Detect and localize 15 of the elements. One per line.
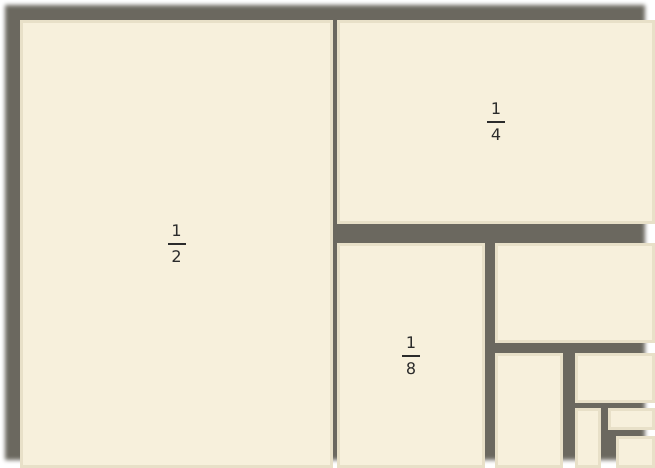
rectangle-panel	[575, 408, 601, 468]
numerator: 1	[490, 99, 502, 119]
numerator: 1	[406, 332, 416, 352]
rectangle-panel	[616, 436, 655, 468]
denominator: 8	[406, 358, 416, 378]
rectangle-panel	[495, 353, 563, 468]
rectangle-panel	[20, 20, 333, 468]
rectangle-panel	[575, 353, 655, 403]
rectangle-panel	[608, 408, 655, 430]
denominator: 2	[171, 247, 182, 267]
denominator: 4	[490, 125, 502, 145]
rectangle-panel	[337, 20, 655, 224]
rectangle-panel	[337, 243, 485, 468]
numerator: 1	[171, 221, 182, 241]
rectangle-panel	[495, 243, 655, 343]
